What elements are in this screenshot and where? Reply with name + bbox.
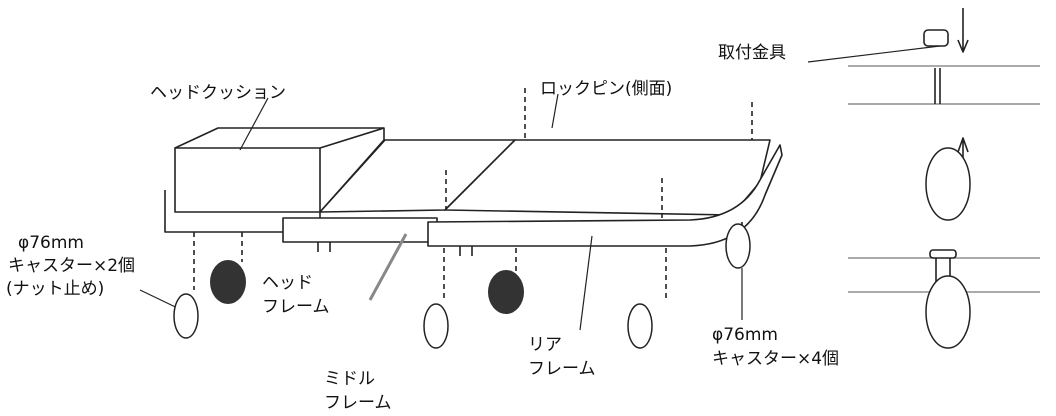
rear-frame-label-1: リア <box>528 335 562 355</box>
head-frame-shape <box>282 217 438 243</box>
small-caster-note-label: (ナット止め) <box>6 279 105 299</box>
small-caster-size-label: φ76mm <box>18 233 84 253</box>
head-cushion-label: ヘッドクッション <box>150 83 286 103</box>
rear-board-shape <box>444 139 771 216</box>
head-frame-label-2: フレーム <box>262 297 330 317</box>
rear-frame-shape <box>427 144 783 247</box>
middle-frame-label-2: フレーム <box>324 393 392 413</box>
large-caster-size-label: φ76mm <box>712 325 778 345</box>
rear-frame-label-2: フレーム <box>528 359 596 379</box>
large-caster-count-label: キャスター×4個 <box>712 349 840 369</box>
mount-hardware-label: 取付金具 <box>718 43 786 63</box>
lock-pin-label: ロックピン(側面) <box>540 79 673 99</box>
small-caster-count-label: キャスター×2個 <box>8 256 136 276</box>
head-frame-label-1: ヘッド <box>262 273 313 293</box>
middle-frame-label-1: ミドル <box>324 369 375 389</box>
